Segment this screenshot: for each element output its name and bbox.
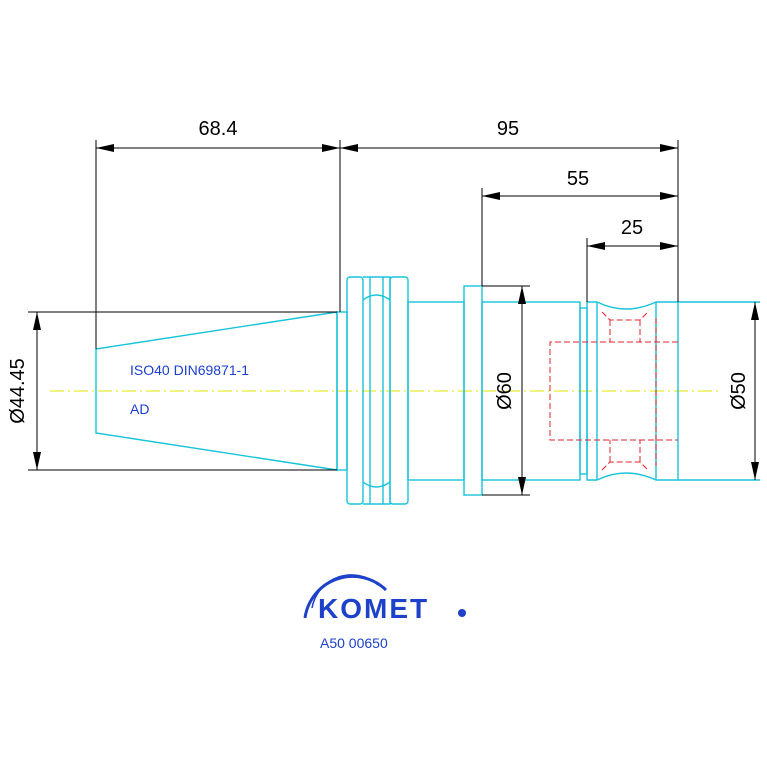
hidden-lines [549, 311, 678, 471]
groove-hidden-bottom [601, 440, 649, 471]
arrow-50-bottom [751, 462, 759, 480]
part-number: A50 00650 [320, 635, 388, 651]
dim-text-60: Ø60 [494, 372, 516, 410]
dim-text-68-4: 68.4 [199, 118, 238, 140]
logo-arc-inner-icon [311, 574, 379, 609]
type-label: AD [130, 401, 149, 417]
bore-hidden [549, 341, 678, 441]
arrow-60-top [518, 286, 526, 304]
dim-text-55: 55 [567, 168, 589, 190]
komet-logo: KOMET A50 00650 [303, 574, 466, 651]
dim-text-44-45: Ø44.45 [7, 358, 29, 424]
dimensions: 68.4 95 55 25 Ø44.45 Ø60 Ø50 [7, 118, 759, 496]
arrow-68-4-right [322, 144, 340, 152]
arrow-50-top [751, 302, 759, 320]
dim-text-95: 95 [497, 118, 519, 140]
flange-left-collar [346, 276, 364, 505]
logo-brand-text: KOMET [318, 593, 429, 624]
logo-dot-icon [458, 609, 466, 617]
dim-text-50: Ø50 [728, 372, 750, 410]
arrow-95-left [340, 144, 358, 152]
arrow-25-left [587, 242, 605, 250]
part-outline [95, 276, 760, 505]
arrow-55-right [660, 192, 678, 200]
dim-text-25: 25 [621, 217, 643, 239]
taper-spec-label: ISO40 DIN69871-1 [130, 362, 249, 378]
arrow-44-top [33, 312, 41, 330]
arrow-25-right [660, 242, 678, 250]
arrow-68-4-left [96, 144, 114, 152]
arrow-60-bottom [518, 477, 526, 495]
groove-hidden-top [601, 311, 649, 342]
arrow-55-left [482, 192, 500, 200]
arrow-44-bottom [33, 452, 41, 470]
arrow-95-right [660, 144, 678, 152]
